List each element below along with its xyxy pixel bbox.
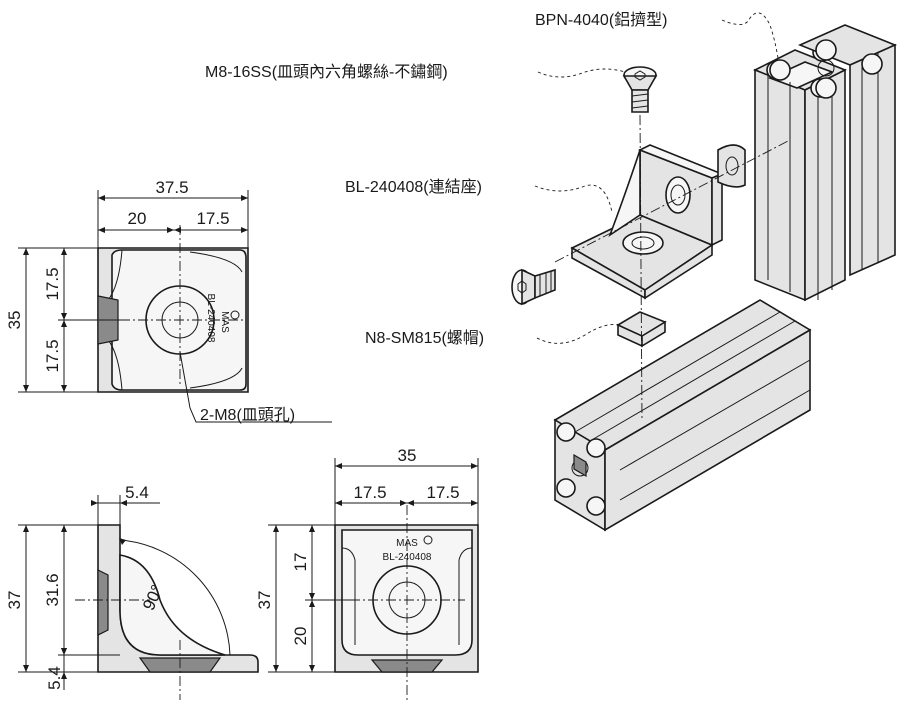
top-view-rib <box>97 249 243 391</box>
bracket-label: BL-240408(連結座) <box>345 178 482 196</box>
hole-label: 2-M8(皿頭孔) <box>200 406 295 424</box>
front-upper: 17 <box>291 553 310 572</box>
front-view-brand: MAS <box>396 538 418 549</box>
front-view-countersink <box>370 659 444 673</box>
side-height: 37 <box>5 591 24 610</box>
top-left-width: 20 <box>128 209 147 228</box>
side-view-web <box>119 554 226 656</box>
front-view-registered-mark <box>423 535 433 545</box>
bracket-part <box>570 144 725 300</box>
top-height: 35 <box>5 311 24 330</box>
top-upper-half: 17.5 <box>43 267 62 300</box>
front-right-half: 17.5 <box>426 483 459 502</box>
callouts: BPN-4040(鋁擠型) M8-16SS(皿頭內六角螺絲-不鏽鋼) BL-24… <box>205 11 779 347</box>
side-view: 90° 5.4 37 31.6 5.4 <box>5 483 259 700</box>
exploded-view <box>511 24 898 532</box>
top-view-brand: MAS <box>219 311 230 333</box>
screw-side <box>511 268 556 306</box>
screw-label: M8-16SS(皿頭內六角螺絲-不鏽鋼) <box>205 63 448 81</box>
screw-top <box>622 66 658 113</box>
top-overall-width: 37.5 <box>155 178 188 197</box>
front-view: MAS BL-240408 35 17.5 17.5 37 17 20 <box>255 446 479 700</box>
top-view-model: BL-240408 <box>205 294 216 343</box>
vertical-profile <box>753 24 898 302</box>
side-view-slot <box>97 569 109 636</box>
nut-label: N8-SM815(螺帽) <box>365 329 484 347</box>
profile-label: BPN-4040(鋁擠型) <box>535 11 667 29</box>
front-lower: 20 <box>291 627 310 646</box>
side-thickness: 5.4 <box>125 483 149 502</box>
top-view-registered-mark <box>230 310 240 320</box>
top-view: MAS BL-240408 37.5 20 17.5 35 17.5 17.5 … <box>5 178 332 424</box>
front-left-half: 17.5 <box>353 483 386 502</box>
side-bottom-thickness: 5.4 <box>45 666 64 690</box>
side-inner-height: 31.6 <box>43 573 62 606</box>
horizontal-profile <box>553 299 812 532</box>
top-right-width: 17.5 <box>196 209 229 228</box>
front-width: 35 <box>398 446 417 465</box>
t-nut-side <box>717 144 746 188</box>
front-view-model: BL-240408 <box>383 552 432 563</box>
front-height: 37 <box>255 591 274 610</box>
top-lower-half: 17.5 <box>43 339 62 372</box>
nut-part <box>616 311 667 348</box>
